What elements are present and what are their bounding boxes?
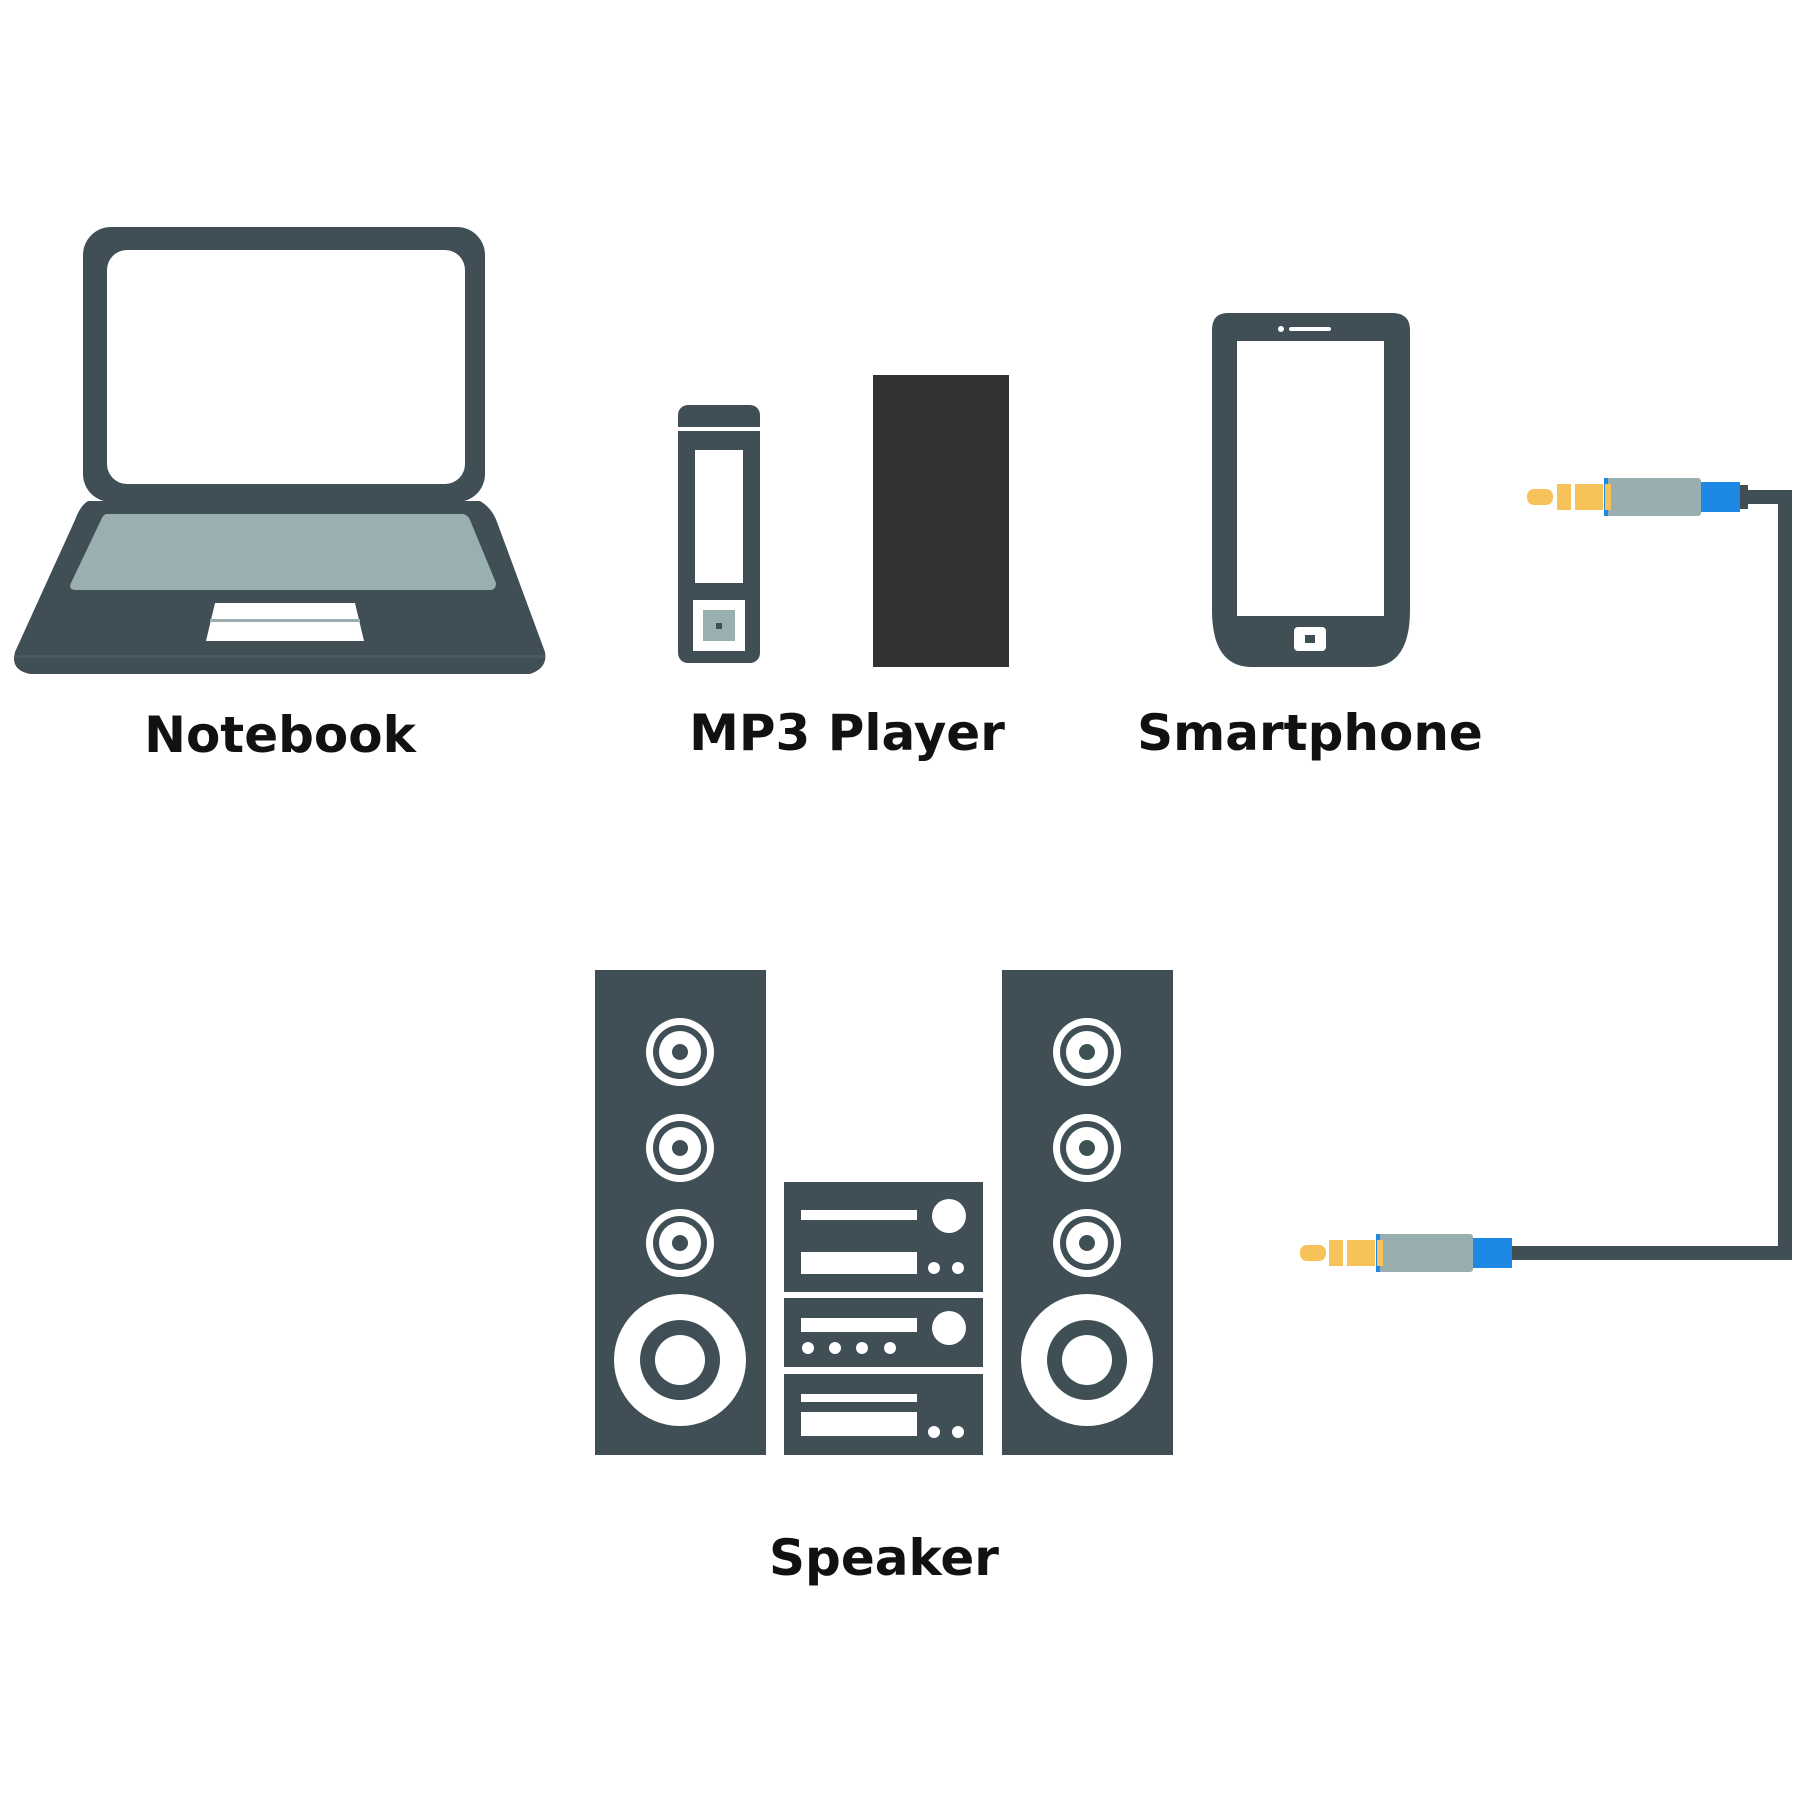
3.5mm-plug-top-icon <box>1527 478 1748 516</box>
stereo-amplifier-unit-icon <box>784 1182 983 1292</box>
speaker-label: Speaker <box>769 1529 999 1587</box>
right-speaker-tower-icon <box>1002 970 1173 1455</box>
audio-jack-cable-icon <box>1300 478 1792 1272</box>
smartphone-label: Smartphone <box>1137 704 1483 762</box>
mp3-player-label: MP3 Player <box>689 704 1005 762</box>
mp3-player-icon <box>678 405 760 663</box>
laptop-icon <box>14 227 546 674</box>
smartphone-icon <box>1212 313 1410 667</box>
mp3-player-case-icon <box>873 375 1009 667</box>
stereo-tuner-unit-icon <box>784 1298 983 1367</box>
stereo-player-unit-icon <box>784 1374 983 1455</box>
stereo-speaker-icon <box>595 970 1173 1455</box>
3.5mm-plug-bottom-icon <box>1300 1234 1512 1272</box>
notebook-label: Notebook <box>144 706 418 764</box>
left-speaker-tower-icon <box>595 970 766 1455</box>
